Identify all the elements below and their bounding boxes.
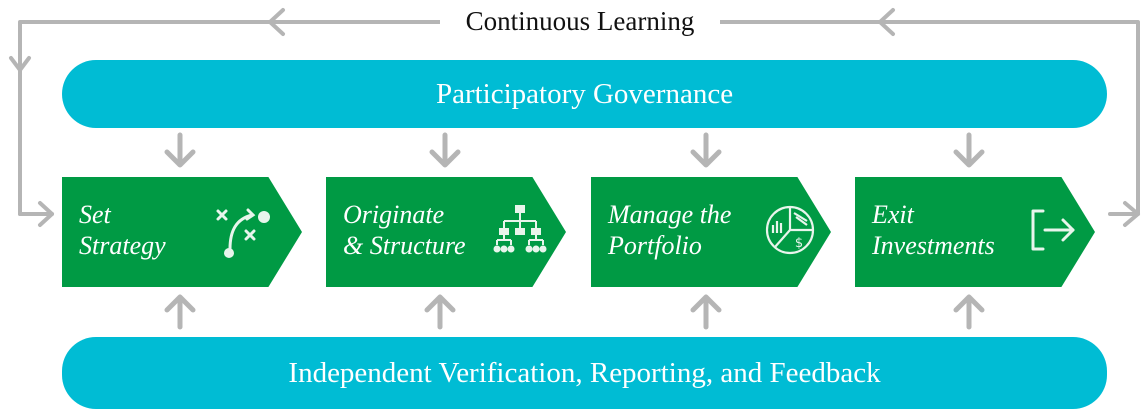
step-manage-portfolio: Manage the Portfolio $ — [591, 177, 831, 287]
loop-exit-arrowhead — [1123, 201, 1140, 227]
step-originate-structure: Originate & Structure — [326, 177, 566, 287]
up-arrow-3 — [690, 294, 722, 330]
svg-text:$: $ — [795, 236, 803, 251]
loop-entry-arrowhead — [38, 201, 54, 227]
up-arrow-1 — [164, 294, 196, 330]
step-set-strategy: Set Strategy — [62, 177, 302, 287]
up-arrow-2 — [424, 294, 456, 330]
loop-left-down-arrowhead — [9, 56, 31, 72]
down-arrow-3 — [690, 132, 722, 168]
down-arrow-4 — [953, 132, 985, 168]
up-arrow-4 — [953, 294, 985, 330]
down-arrow-1 — [164, 132, 196, 168]
pie-chart-dollar-icon: $ — [765, 205, 815, 255]
strategy-play-icon — [216, 208, 270, 258]
loop-top-arrowhead-2 — [878, 8, 895, 36]
exit-arrow-icon — [1031, 209, 1075, 251]
step-exit-investments: Exit Investments — [855, 177, 1095, 287]
org-chart-icon — [493, 205, 547, 253]
step-label: Exit Investments — [872, 200, 995, 260]
continuous-learning-title: Continuous Learning — [440, 4, 720, 38]
step-label: Manage the Portfolio — [608, 200, 732, 260]
loop-top-arrowhead-1 — [268, 8, 285, 36]
down-arrow-2 — [429, 132, 461, 168]
verification-reporting-feedback-bar: Independent Verification, Reporting, and… — [62, 337, 1107, 409]
step-label: Set Strategy — [79, 200, 166, 260]
participatory-governance-bar: Participatory Governance — [62, 60, 1107, 128]
loop-exit-line — [1108, 58, 1140, 216]
step-label: Originate & Structure — [343, 200, 466, 260]
